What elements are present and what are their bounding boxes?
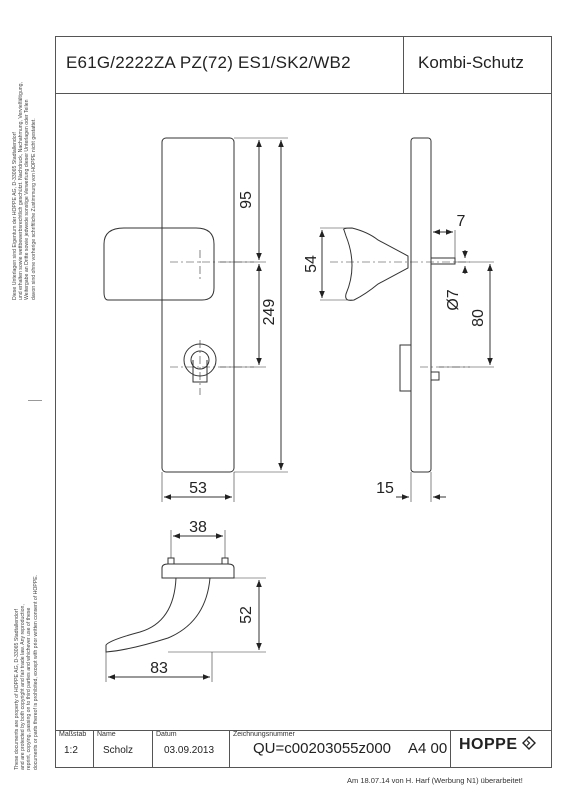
side-knob [343, 227, 409, 301]
bottom-screw-right [221, 557, 229, 565]
dim-83: 83 [150, 660, 168, 677]
front-backplate [161, 137, 235, 473]
date-value: 03.09.2013 [164, 745, 215, 756]
title-block-separator [229, 730, 230, 768]
side-backplate [410, 137, 432, 473]
dim-53: 53 [189, 480, 207, 497]
dim-diameter-7: Ø7 [445, 289, 462, 310]
dim-7: 7 [457, 213, 466, 230]
drawing-number-label: Zeichnungsnummer [233, 731, 295, 738]
dim-52: 52 [238, 606, 255, 624]
dim-54: 54 [303, 255, 320, 273]
bottom-screw-left [167, 557, 175, 565]
name-value: Scholz [103, 745, 134, 756]
date-label: Datum [156, 731, 177, 738]
scale-value: 1:2 [64, 745, 78, 756]
logo-text: HOPPE [459, 736, 518, 753]
dim-15: 15 [376, 480, 394, 497]
side-cylinder [399, 344, 412, 392]
side-spindle [430, 257, 456, 265]
header-divider [403, 36, 404, 94]
logo-mark-icon [522, 736, 537, 750]
dim-95: 95 [238, 191, 255, 209]
cylinder-slot [192, 360, 208, 383]
title-block-separator [93, 730, 94, 768]
drawing-number-value: QU=c00203055z000 [253, 740, 392, 757]
bottom-knob-profile [105, 577, 211, 653]
header-row [55, 36, 552, 94]
drawing-subtitle: Kombi-Schutz [418, 53, 524, 72]
name-label: Name [97, 731, 116, 738]
scale-label: Maßstab [59, 731, 87, 738]
title-block-separator [152, 730, 153, 768]
drawing-frame [55, 36, 552, 768]
dim-38: 38 [189, 519, 207, 536]
side-screw [430, 371, 440, 381]
front-knob [103, 227, 215, 301]
hoppe-logo: HOPPE [459, 736, 537, 754]
title-block [55, 730, 552, 768]
title-block-separator [450, 730, 451, 768]
bottom-backplate [161, 563, 235, 579]
dim-80: 80 [470, 309, 487, 327]
drawing-title: E61G/2222ZA PZ(72) ES1/SK2/WB2 [66, 53, 351, 72]
revision-note: Am 18.07.14 von H. Harf (Werbung N1) übe… [347, 776, 523, 785]
fold-mark [28, 400, 42, 401]
dim-249: 249 [261, 299, 278, 326]
paper-format: A4 00 [408, 740, 448, 757]
